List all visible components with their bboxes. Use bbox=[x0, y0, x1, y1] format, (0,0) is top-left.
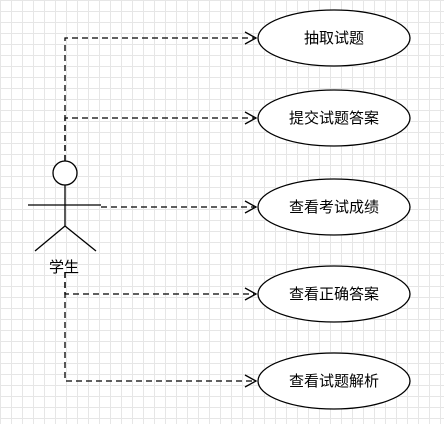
arrowhead-3 bbox=[244, 200, 258, 214]
connector-4 bbox=[64, 272, 254, 295]
actor-right-leg bbox=[64, 225, 97, 252]
use-case-label: 查看试题解析 bbox=[289, 372, 379, 390]
use-case-label: 抽取试题 bbox=[304, 29, 364, 47]
use-case-ellipse bbox=[257, 178, 411, 236]
use-case-2[interactable]: 提交试题答案 bbox=[257, 89, 411, 147]
connectors bbox=[64, 31, 258, 388]
connector-1 bbox=[64, 37, 254, 161]
connector-2 bbox=[64, 117, 254, 161]
arrowhead-1 bbox=[244, 31, 258, 45]
use-case-label: 查看考试成绩 bbox=[289, 198, 379, 216]
use-case-3[interactable]: 查看考试成绩 bbox=[257, 178, 411, 236]
actor-left-leg bbox=[34, 225, 66, 252]
connector-5 bbox=[64, 272, 254, 382]
use-case-1[interactable]: 抽取试题 bbox=[257, 9, 411, 67]
use-case-4[interactable]: 查看正确答案 bbox=[257, 265, 411, 323]
use-case-5[interactable]: 查看试题解析 bbox=[257, 352, 411, 410]
arrowhead-2 bbox=[244, 111, 258, 125]
arrowhead-5 bbox=[244, 374, 258, 388]
actor-head bbox=[52, 160, 78, 186]
use-case-label: 提交试题答案 bbox=[289, 109, 379, 127]
use-case-ellipse bbox=[257, 89, 411, 147]
actor-label: 学生 bbox=[49, 258, 79, 276]
arrowhead-4 bbox=[244, 287, 258, 301]
actor-student[interactable]: 学生 bbox=[28, 160, 101, 276]
use-case-ellipse bbox=[257, 265, 411, 323]
use-case-ellipse bbox=[257, 352, 411, 410]
use-case-label: 查看正确答案 bbox=[289, 285, 379, 303]
use-case-ellipse bbox=[257, 9, 411, 67]
